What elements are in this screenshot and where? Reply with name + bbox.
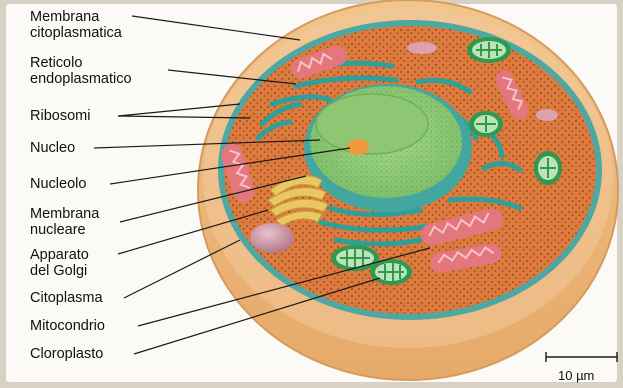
label-mitocondrio: Mitocondrio: [30, 318, 105, 334]
label-nucleolo: Nucleolo: [30, 176, 86, 192]
label-cloroplasto: Cloroplasto: [30, 346, 103, 362]
chloroplast: [467, 37, 511, 63]
scale-bar: [546, 352, 617, 362]
nucleolus: [347, 139, 369, 155]
label-reticolo-endoplasmatico: Reticolo endoplasmatico: [30, 55, 132, 87]
chloroplast: [534, 151, 562, 185]
label-nucleo: Nucleo: [30, 140, 75, 156]
leader-membrana-citoplasmatica: [132, 16, 300, 40]
nucleus-inner-rim: [316, 94, 428, 154]
label-membrana-nucleare: Membrana nucleare: [30, 206, 99, 238]
label-citoplasma: Citoplasma: [30, 290, 103, 306]
label-apparato-golgi: Apparato del Golgi: [30, 247, 89, 279]
chloroplast: [469, 111, 503, 137]
label-ribosomi: Ribosomi: [30, 108, 90, 124]
vacuole: [250, 223, 294, 253]
vesicle: [536, 109, 558, 121]
vesicle: [407, 42, 437, 54]
scale-bar-label: 10 µm: [558, 368, 594, 383]
label-membrana-citoplasmatica: Membrana citoplasmatica: [30, 9, 122, 41]
